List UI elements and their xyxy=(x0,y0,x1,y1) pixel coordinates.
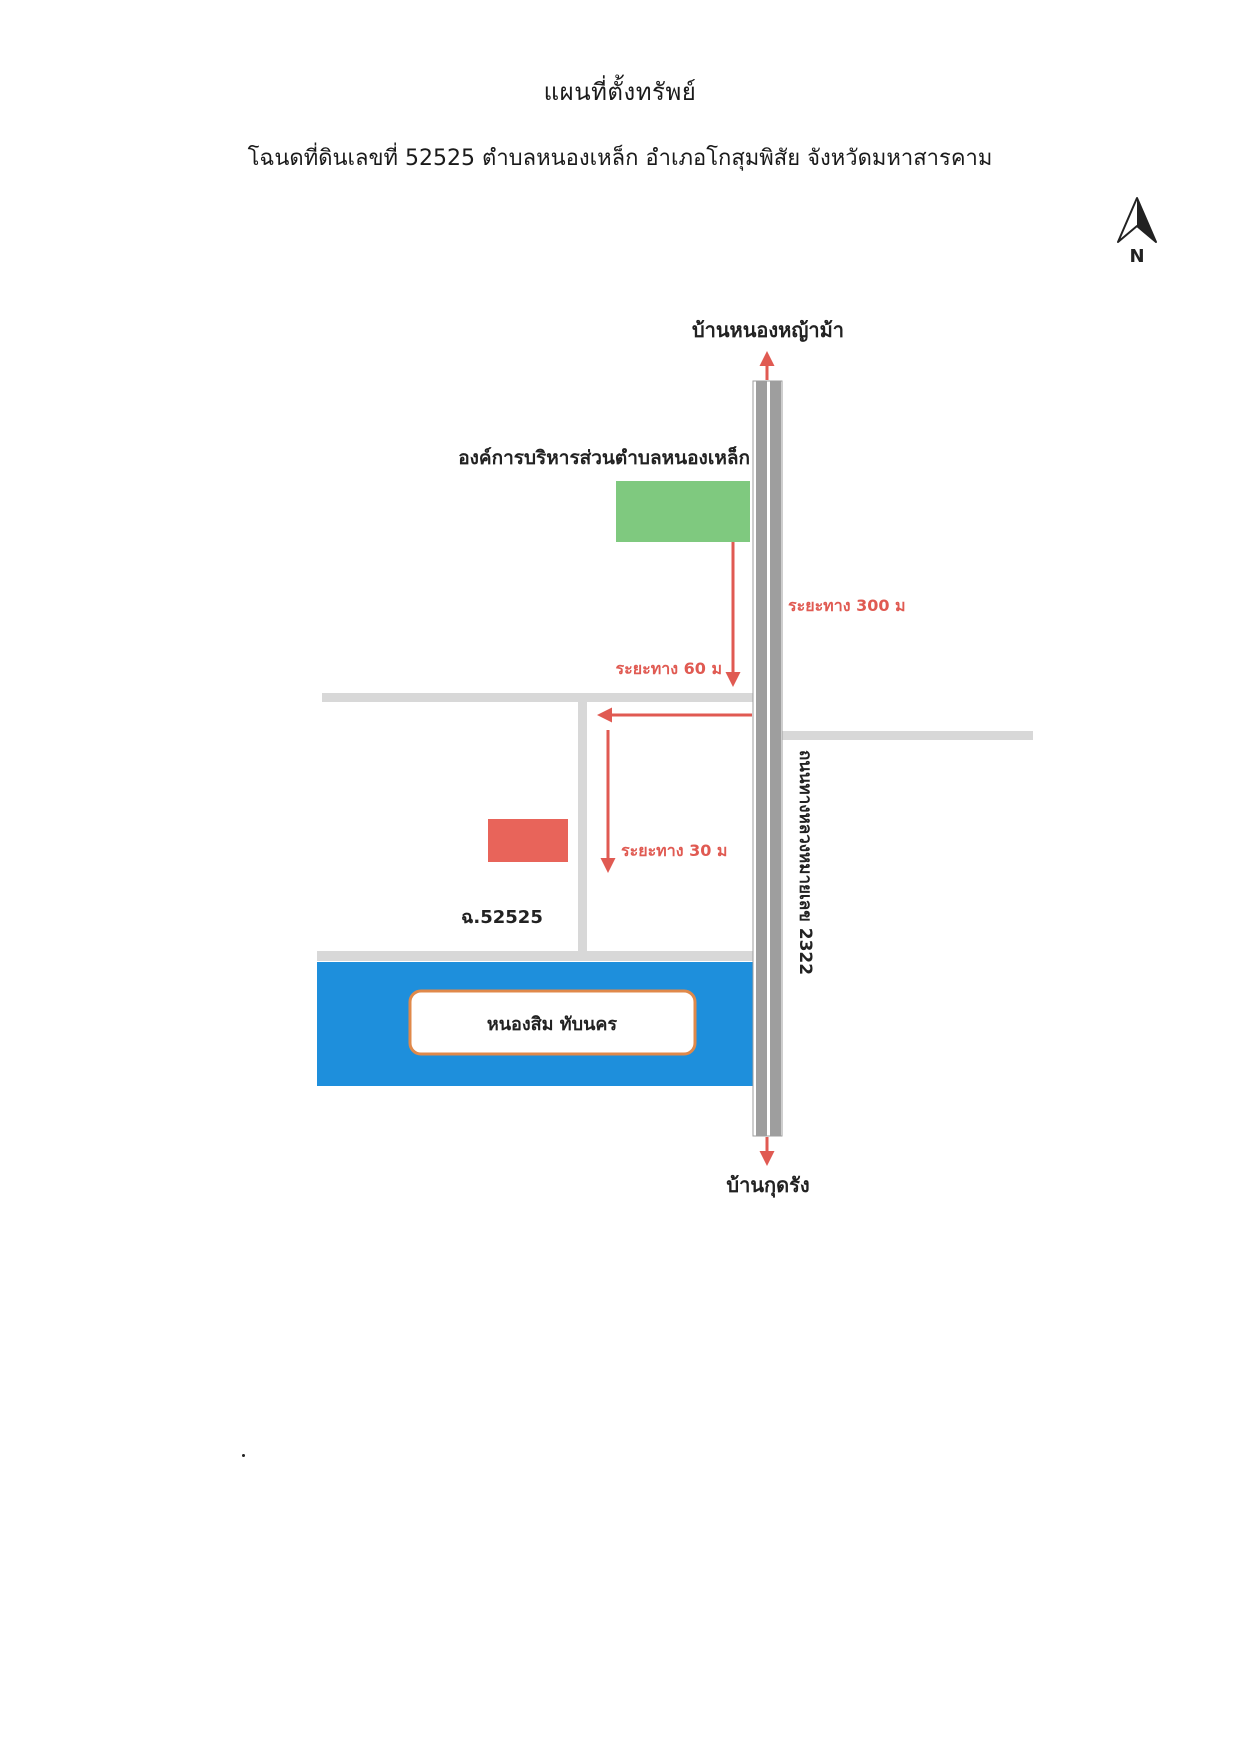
highway-name-label: ถนนทางหลวงหมายเลข 2322 xyxy=(795,750,815,975)
south-village-label: บ้านกุดรัง xyxy=(726,1173,809,1198)
page-title: แผนที่ตั้งทรัพย์ xyxy=(543,78,697,106)
north-village-label: บ้านหนองหญ้าม้า xyxy=(692,318,844,342)
distance-300m-label: ระยะทาง 300 ม xyxy=(788,596,906,615)
north-label: N xyxy=(1129,246,1144,267)
distance-30m-label: ระยะทาง 30 ม xyxy=(621,841,727,860)
plot-label: ฉ.52525 xyxy=(461,907,543,928)
pond-label-box xyxy=(408,989,697,1056)
sao-office-building xyxy=(616,481,750,542)
sao-office-label: องค์การบริหารส่วนตำบลหนองเหล็ก xyxy=(458,445,750,469)
side-road-west xyxy=(322,693,754,702)
distance-60m-label: ระยะทาง 60 ม xyxy=(616,659,722,678)
side-road-east xyxy=(780,731,1033,740)
highway-2322 xyxy=(752,380,783,1137)
pond-label: หนองสิม ทับนคร xyxy=(487,1014,618,1035)
plot-52525 xyxy=(488,819,568,862)
stray-dot xyxy=(242,1454,245,1457)
side-road-south xyxy=(317,951,754,961)
page-subtitle: โฉนดที่ดินเลขที่ 52525 ตำบลหนองเหล็ก อำเ… xyxy=(247,146,993,171)
north-arrow-icon: N xyxy=(1117,197,1157,267)
side-road-lane xyxy=(578,700,587,955)
